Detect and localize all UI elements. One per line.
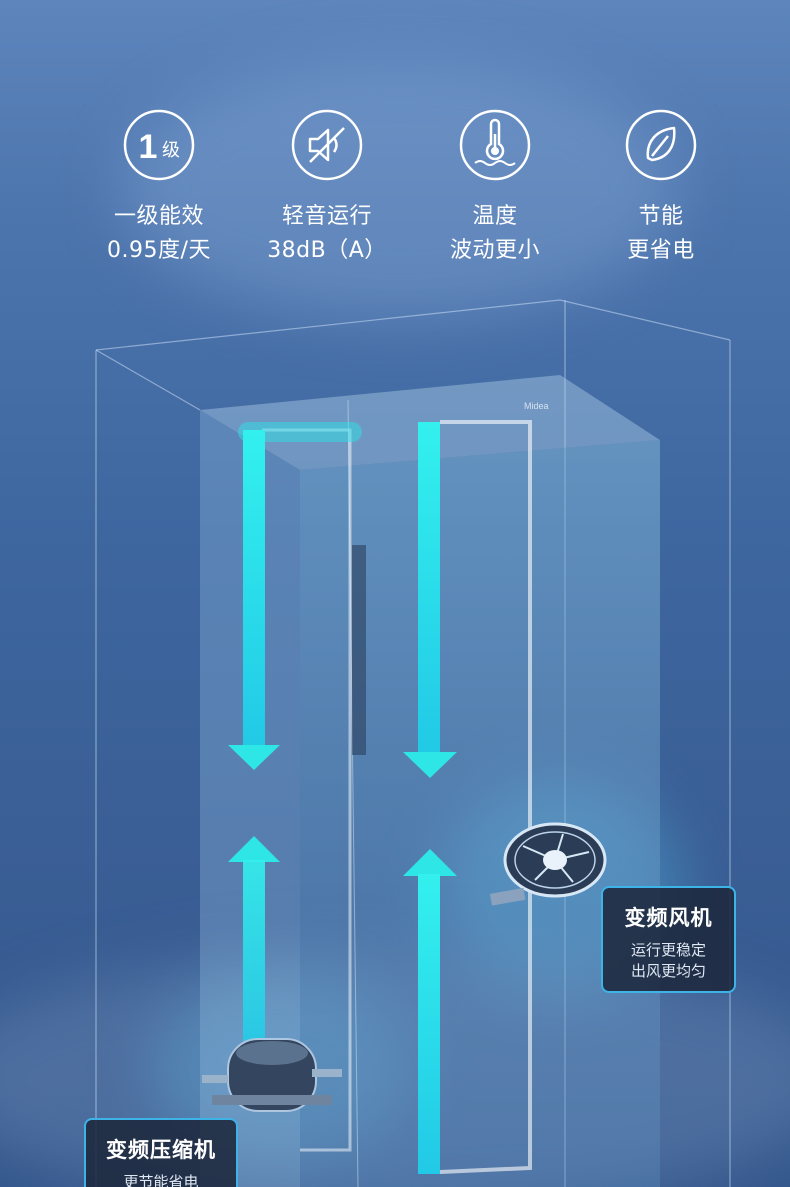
brand-logo: Midea [524,401,549,411]
fan-info-card: 变频风机 运行更稳定 出风更均匀 [601,886,736,993]
fan-card-title: 变频风机 [624,906,713,930]
fan-card-line: 运行更稳定 [630,941,706,959]
airflow-loop-left [228,422,362,1152]
feature-quiet: 轻音运行 38dB（A） [242,108,412,268]
level-1-icon: 1 级 [123,109,195,181]
mute-speaker-icon [291,109,363,181]
thermometer-icon [459,109,531,181]
background-glow [120,60,680,320]
feature-subtitle: 波动更小 [449,238,540,263]
feature-energy-saving: 节能 更省电 [576,108,746,268]
fan-icon [489,822,607,906]
feature-title: 温度 [472,204,518,229]
feature-energy-level: 1 级 一级能效 0.95度/天 [74,108,244,268]
feature-row: 1 级 一级能效 0.95度/天 轻音运行 38dB（A） [0,108,790,278]
feature-title: 节能 [638,204,684,229]
feature-temperature: 温度 波动更小 [410,108,580,268]
compressor-card-line: 更节能省电 [123,1173,199,1187]
feature-title: 轻音运行 [281,204,372,229]
compressor-info-card: 变频压缩机 更节能省电 [84,1118,238,1187]
level-unit: 级 [162,140,180,161]
compressor-icon [202,1038,342,1112]
feature-title: 一级能效 [113,204,204,229]
leaf-icon [625,109,697,181]
feature-subtitle: 0.95度/天 [107,238,211,263]
feature-subtitle: 更省电 [627,238,695,263]
refrigerator-body [200,375,660,1187]
feature-subtitle: 38dB（A） [267,238,387,263]
compressor-card-title: 变频压缩机 [106,1138,216,1162]
airflow-loop-right [403,420,532,1174]
fan-card-line: 出风更均匀 [630,962,706,980]
level-number: 1 [139,128,158,166]
